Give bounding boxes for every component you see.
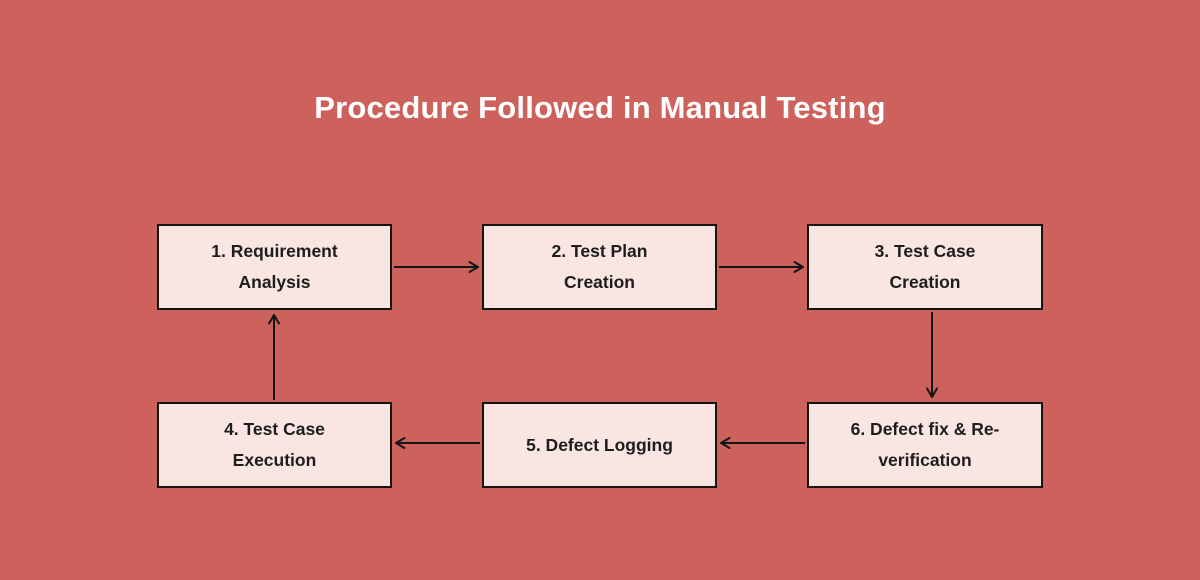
flow-node-label-line: 6. Defect fix & Re- <box>850 419 1000 439</box>
flow-node-label-line: 2. Test Plan <box>551 241 648 261</box>
flow-node-label-line: 4. Test Case <box>224 419 325 439</box>
flow-node-label-line: verification <box>878 450 972 470</box>
flow-node-label-line: Creation <box>889 272 961 292</box>
flow-node-label-line: 3. Test Case <box>874 241 976 261</box>
flow-node-label-line: 1. Requirement <box>211 241 338 261</box>
flow-node-label-line: Analysis <box>238 272 311 292</box>
flow-node-label-line: 5. Defect Logging <box>526 434 673 455</box>
flow-node-requirement-analysis: 1. Requirement Analysis <box>157 224 392 310</box>
flow-node-defect-logging: 5. Defect Logging <box>482 402 717 488</box>
flow-node-test-case-execution: 4. Test Case Execution <box>157 402 392 488</box>
diagram-title: Procedure Followed in Manual Testing <box>314 90 886 125</box>
flow-node-test-plan-creation: 2. Test Plan Creation <box>482 224 717 310</box>
flow-node-defect-fix-reverification: 6. Defect fix & Re- verification <box>807 402 1043 488</box>
flow-node-label-line: Execution <box>232 450 317 470</box>
flow-node-test-case-creation: 3. Test Case Creation <box>807 224 1043 310</box>
flow-node-label-line: Creation <box>564 272 635 292</box>
